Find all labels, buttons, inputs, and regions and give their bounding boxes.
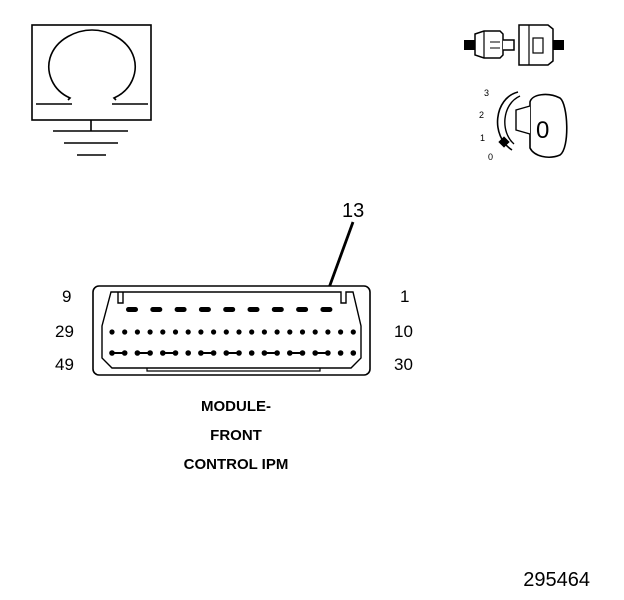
key-face-label: 0 <box>536 117 549 144</box>
pin-mid-12 <box>325 329 331 335</box>
connector-disconnected-icon <box>464 24 564 66</box>
key-position-marker <box>498 136 510 148</box>
pin-label-top-right: 1 <box>400 287 409 306</box>
pin-mid-19 <box>236 329 242 335</box>
ignition-key-icon: 3 2 1 0 0 <box>479 88 568 162</box>
pin-mid-18 <box>249 329 255 335</box>
pin-mid-28 <box>122 329 128 335</box>
pin-mid-11 <box>338 329 344 335</box>
pin-label-mid-right: 10 <box>394 322 413 341</box>
key-position-2: 2 <box>479 110 484 120</box>
pin-mid-20 <box>223 329 229 335</box>
pin-mid-14 <box>299 329 306 335</box>
pin-bot-43 <box>185 350 191 356</box>
module-title-line-3: CONTROL IPM <box>184 456 289 473</box>
pin-top-7 <box>174 307 187 312</box>
key-position-3: 3 <box>484 88 489 98</box>
key-position-1: 1 <box>480 133 485 143</box>
pin-mid-24 <box>172 329 179 335</box>
pin-bot-36 <box>274 350 280 356</box>
pin-top-4 <box>247 307 260 312</box>
pin-mid-17 <box>261 329 267 335</box>
pin-label-bot-left: 49 <box>55 355 74 374</box>
key-position-0: 0 <box>488 152 493 162</box>
module-title-line-2: FRONT <box>210 427 262 444</box>
connector-pins <box>109 307 357 356</box>
module-title: MODULE- FRONT CONTROL IPM <box>184 398 289 473</box>
pin-mid-25 <box>160 329 166 335</box>
pin-top-5 <box>223 307 236 312</box>
figure-number: 295464 <box>523 569 590 591</box>
pin-top-9 <box>126 307 138 312</box>
pin-top-8 <box>150 307 163 312</box>
pin-mid-16 <box>274 329 280 335</box>
pin-label-bot-right: 30 <box>394 355 413 374</box>
module-title-line-1: MODULE- <box>201 398 271 415</box>
pin-top-6 <box>198 307 211 312</box>
pin-mid-21 <box>211 329 217 335</box>
pin-bot-31 <box>337 350 344 356</box>
pin-mid-27 <box>134 329 140 335</box>
pin-top-2 <box>296 307 309 312</box>
ohm-resistance-ground-icon <box>36 29 148 156</box>
connector-face-icon: 9 1 29 10 49 30 <box>55 285 413 376</box>
pin-mid-22 <box>198 329 204 335</box>
pin-label-top-left: 9 <box>62 287 71 306</box>
pin-mid-13 <box>312 329 318 335</box>
pin-label-mid-left: 29 <box>55 322 74 341</box>
pin-top-3 <box>271 307 284 312</box>
pin-mid-10 <box>350 329 356 335</box>
pin-top-1 <box>320 307 333 312</box>
pin-bot-32 <box>325 350 331 356</box>
pin-mid-23 <box>185 329 191 335</box>
pin-mid-15 <box>287 329 293 335</box>
pin-bot-38 <box>248 350 255 356</box>
pin-mid-26 <box>147 329 153 335</box>
pin-callout-label: 13 <box>342 200 364 222</box>
ohm-ground-symbol <box>31 24 152 156</box>
pin-mid-29 <box>109 329 115 335</box>
pin-bot-30 <box>350 350 357 356</box>
